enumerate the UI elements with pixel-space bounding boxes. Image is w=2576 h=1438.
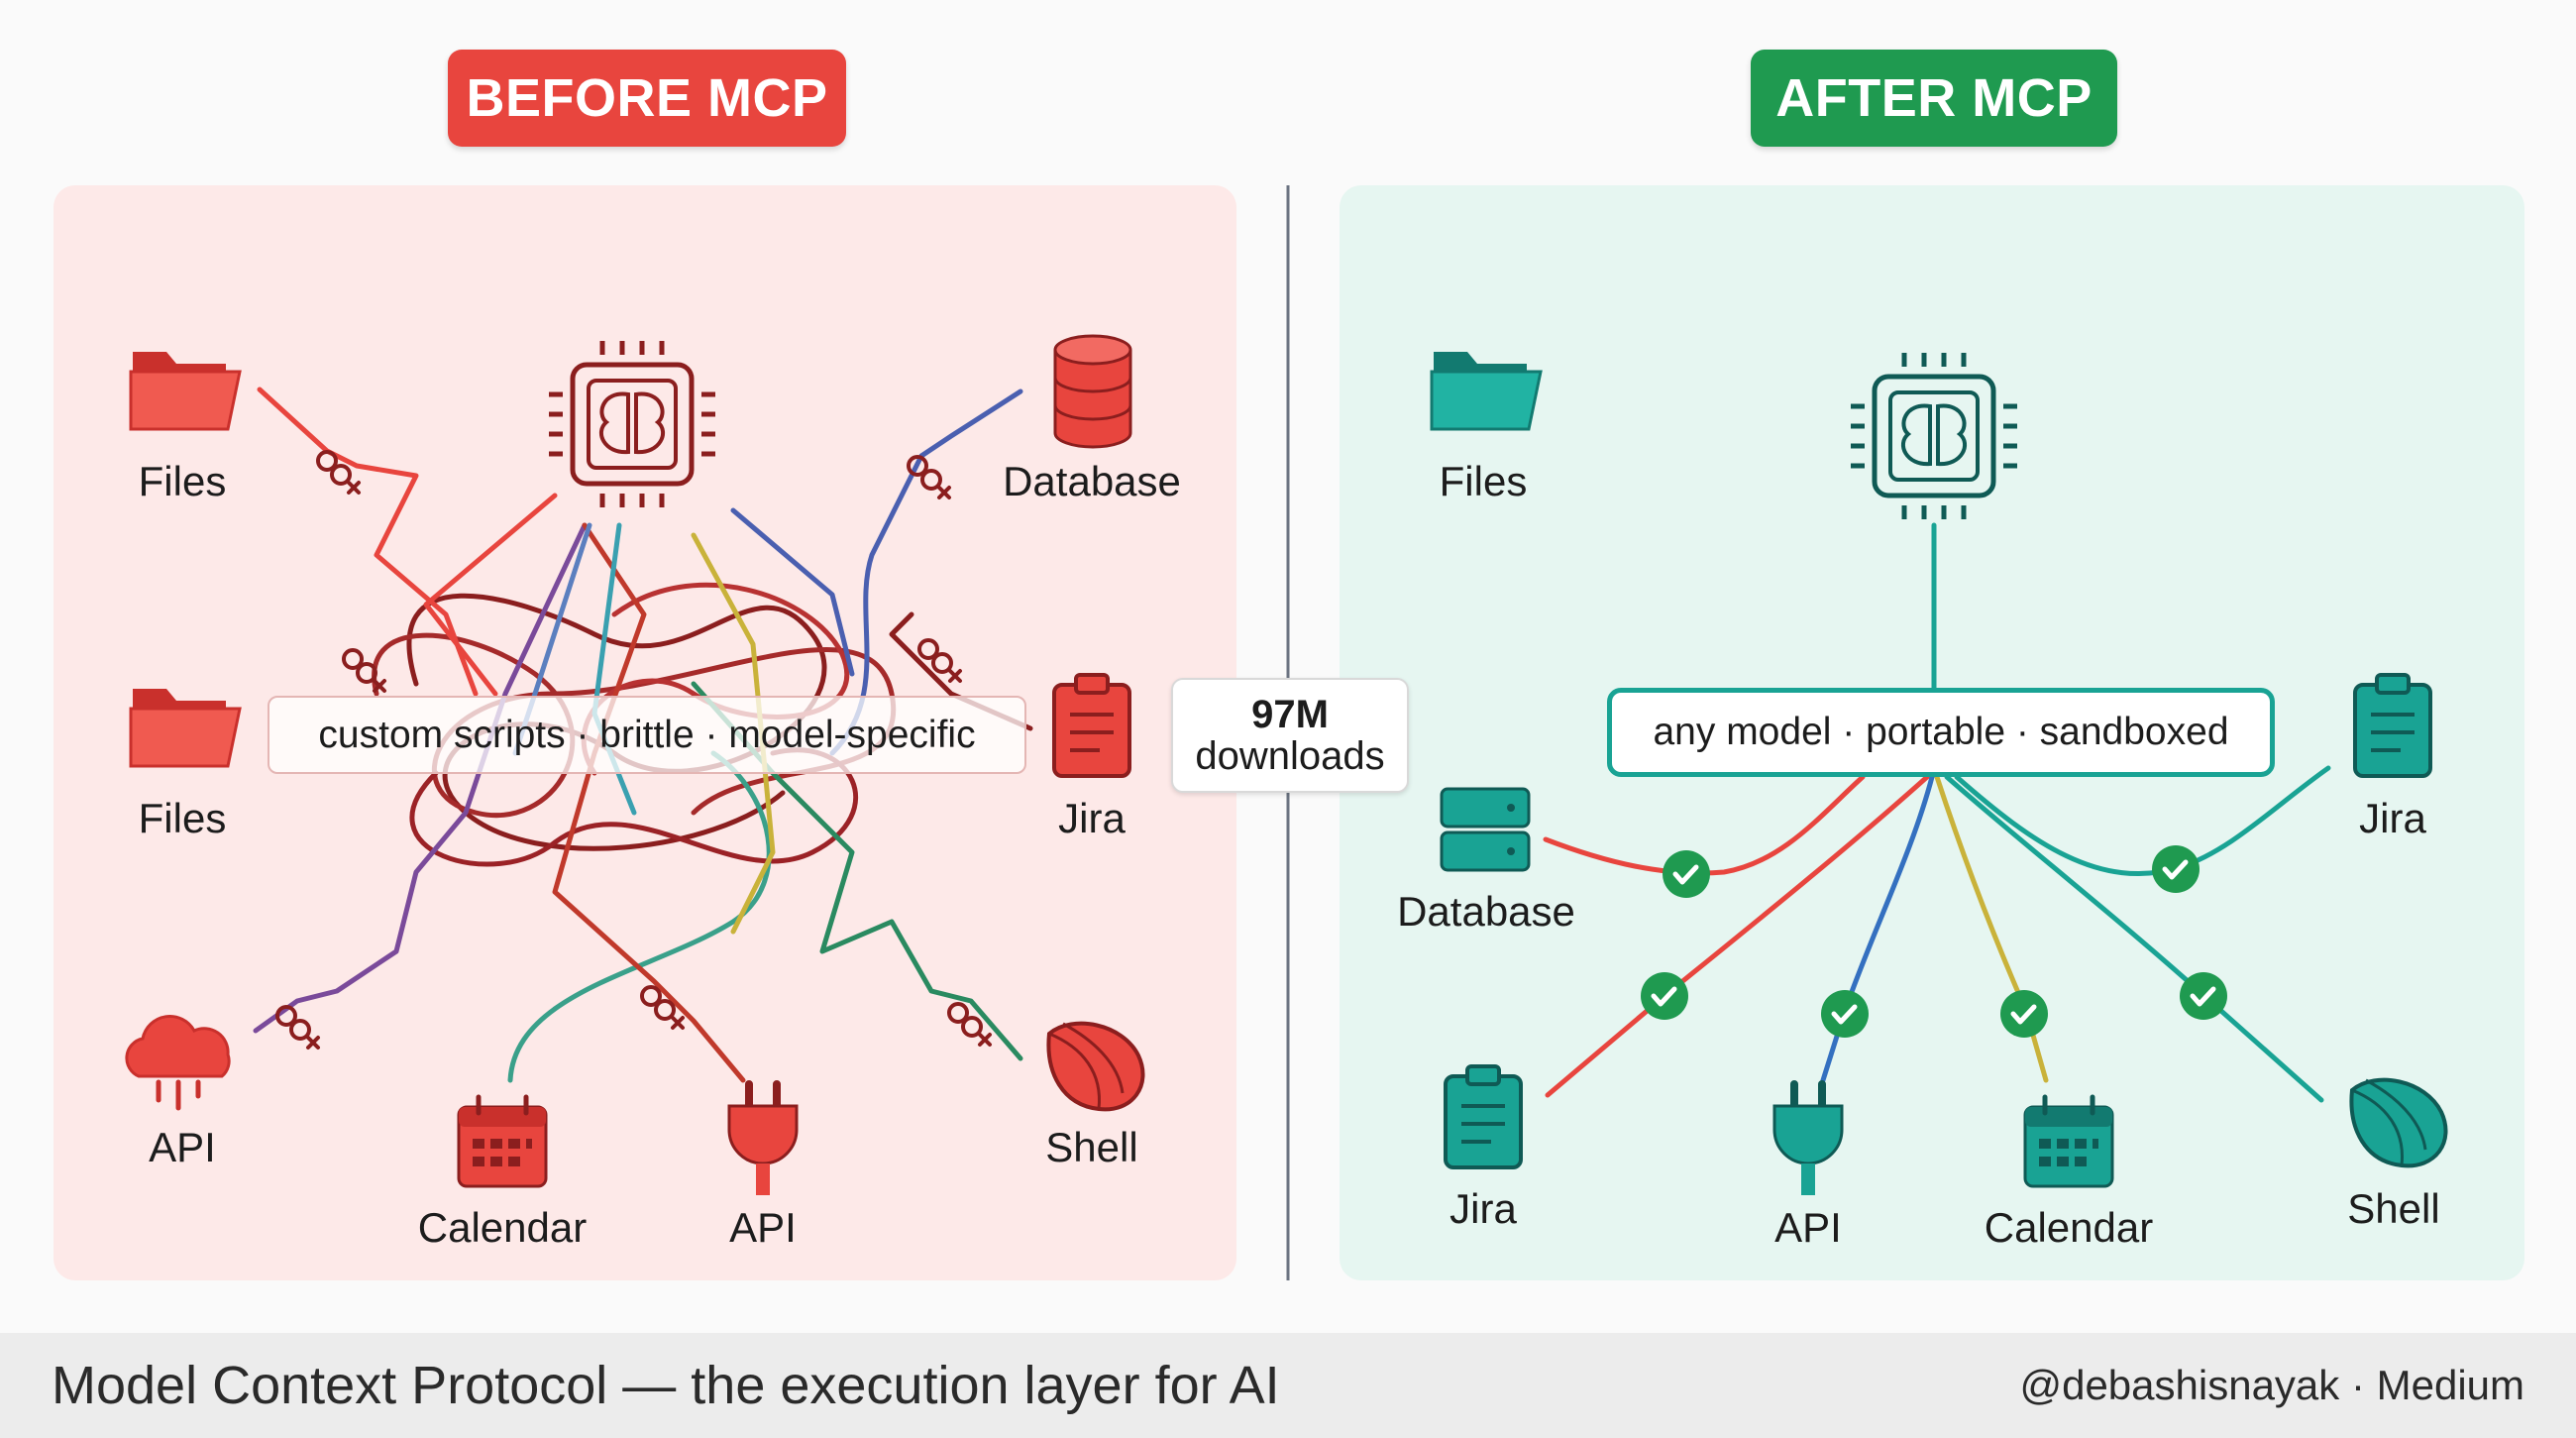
broken-link-icon: [275, 1005, 320, 1050]
label-files-mid: Files: [138, 795, 227, 841]
shell-icon: [1046, 1021, 1145, 1112]
clipboard-icon: [1052, 673, 1131, 778]
label-api-plug: API: [729, 1204, 797, 1251]
check-icon: [1821, 990, 1869, 1038]
database-icon: [1053, 334, 1132, 449]
label-after-jira-bottom: Jira: [1449, 1185, 1517, 1232]
check-icon: [2152, 845, 2200, 893]
before-mcp-badge: BEFORE MCP: [448, 50, 846, 147]
connection-database: [1543, 774, 1866, 876]
label-jira: Jira: [1058, 795, 1126, 841]
plug-icon: [1772, 1080, 1844, 1195]
broken-link-icon: [640, 985, 685, 1030]
footer: Model Context Protocol — the execution l…: [0, 1333, 2576, 1438]
folder-icon: [1430, 352, 1543, 431]
tangle-line-shell: [691, 681, 1023, 1061]
broken-link-icon: [917, 638, 962, 683]
label-after-jira-right: Jira: [2359, 795, 2426, 841]
tangle-line-api-plug: [552, 522, 746, 1083]
label-after-calendar: Calendar: [1984, 1204, 2154, 1251]
cloud-icon: [125, 1014, 231, 1111]
downloads-number: 97M: [1251, 693, 1329, 736]
downloads-text: downloads: [1195, 734, 1385, 778]
label-api-cloud: API: [149, 1124, 216, 1170]
check-icon: [1641, 972, 1688, 1020]
folder-icon: [129, 689, 242, 768]
broken-link-icon: [342, 648, 386, 693]
broken-link-icons: [275, 450, 992, 1050]
clipboard-icon: [1444, 1064, 1523, 1169]
before-brain-chip-icon: [549, 341, 715, 507]
calendar-icon: [2023, 1094, 2114, 1188]
shell-icon: [2349, 1077, 2448, 1168]
tangle-loop-3: [409, 747, 858, 867]
tangle-line-chip-5: [730, 507, 855, 677]
label-calendar: Calendar: [417, 1204, 588, 1251]
label-files-top: Files: [138, 458, 227, 504]
footer-credit: @debashisnayak · Medium: [2019, 1362, 2524, 1408]
label-shell: Shell: [1045, 1124, 1138, 1170]
check-icon: [1663, 850, 1710, 898]
server-icon: [1440, 787, 1531, 872]
label-after-files: Files: [1439, 458, 1528, 504]
check-icon: [2180, 972, 2227, 1020]
clipboard-icon: [2353, 673, 2432, 778]
label-database: Database: [1003, 458, 1181, 504]
before-caption: custom scripts · brittle · model-specifi…: [268, 696, 1026, 774]
downloads-stat: 97M downloads: [1171, 678, 1409, 793]
tangle-line-chip-1: [423, 493, 558, 697]
label-after-database: Database: [1397, 888, 1575, 935]
footer-title: Model Context Protocol — the execution l…: [52, 1356, 1280, 1415]
check-icon: [2000, 990, 2048, 1038]
calendar-icon: [457, 1094, 548, 1188]
tangle-line-calendar: [507, 750, 772, 1083]
plug-icon: [727, 1080, 799, 1195]
after-brain-chip-icon: [1851, 353, 2017, 519]
label-after-shell: Shell: [2347, 1185, 2440, 1232]
connection-jira-bottom: [1545, 774, 1930, 1098]
check-badges: [1641, 845, 2227, 1038]
broken-link-icon: [907, 455, 951, 499]
broken-link-icon: [316, 450, 361, 495]
after-mcp-badge: AFTER MCP: [1751, 50, 2117, 147]
after-caption: any model · portable · sandboxed: [1607, 688, 2275, 777]
connection-shell: [1944, 774, 2324, 1103]
folder-icon: [129, 352, 242, 431]
label-after-api: API: [1774, 1204, 1842, 1251]
broken-link-icon: [947, 1002, 992, 1047]
